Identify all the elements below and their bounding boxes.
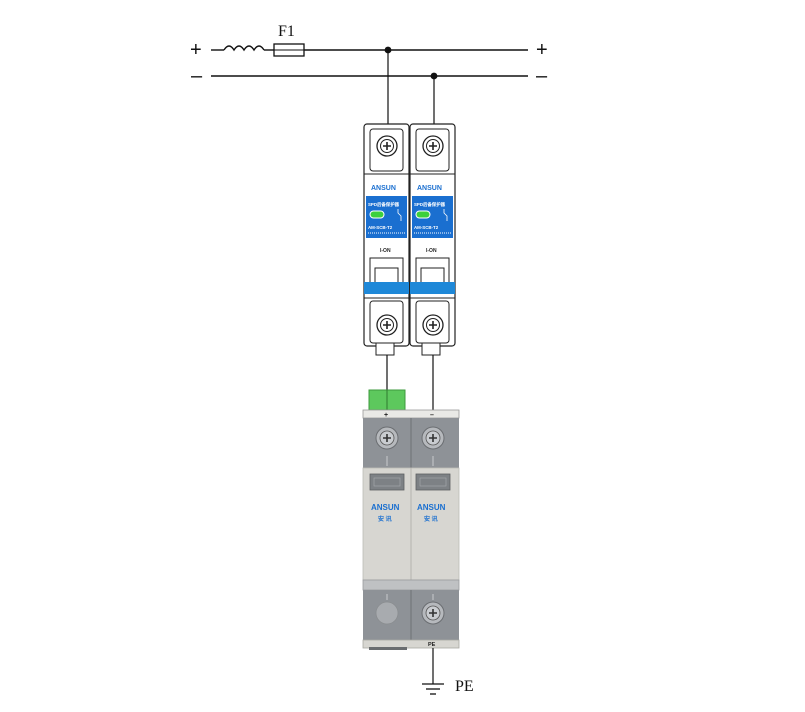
plus-right-label: + (536, 39, 548, 61)
spd-brand: ANSUN (371, 503, 400, 512)
terminal-screw-icon (375, 426, 399, 450)
spd-plus-mark: + (384, 412, 388, 419)
breaker-title: SPD后备保护器 (368, 201, 400, 208)
breaker-pole-minus: ANSUN SPD后备保护器 AM-SCB-T2 I-ON (409, 123, 456, 356)
surge-protector-module: + – ANSUN ANSUN 安 讯 安 讯 PE (362, 389, 460, 650)
breaker-brand: ANSUN (371, 185, 396, 192)
breaker-pole-plus: ANSUN SPD后备保护器 AM-SCB-T2 I-ON (363, 123, 410, 356)
breaker-state: I-ON (426, 248, 437, 254)
breaker-brand: ANSUN (417, 185, 442, 192)
breaker-title: SPD后备保护器 (414, 201, 446, 208)
ground-icon (422, 683, 444, 695)
breaker-band (410, 282, 455, 294)
terminal-screw-icon (422, 314, 444, 336)
ground-label: PE (455, 678, 474, 695)
bus-wires: + + – – F1 (190, 23, 548, 128)
minus-right-label: – (536, 65, 548, 87)
breaker-module: ANSUN SPD后备保护器 AM-SCB-T2 I-ON ANSUN SPD后… (363, 123, 456, 356)
terminal-screw-icon (376, 314, 398, 336)
breaker-state: I-ON (380, 248, 391, 254)
minus-left-label: – (191, 65, 203, 87)
fuse-label: F1 (278, 23, 295, 40)
terminal-screw-icon (422, 135, 444, 157)
spd-brand-cn: 安 讯 (378, 515, 392, 523)
terminal-screw-icon (421, 426, 445, 450)
spd-pe-mark: PE (428, 642, 436, 648)
inductor-icon (223, 45, 265, 52)
terminal-screw-icon (376, 135, 398, 157)
status-indicator (415, 210, 431, 219)
breaker-model: AM-SCB-T2 (368, 225, 393, 230)
spd-brand-cn: 安 讯 (424, 515, 438, 523)
ground-connection: PE (422, 648, 474, 695)
blank-terminal (375, 601, 399, 625)
spd-brand: ANSUN (417, 503, 446, 512)
status-indicator (369, 210, 385, 219)
breaker-model: AM-SCB-T2 (414, 225, 439, 230)
breaker-band (364, 282, 409, 294)
spd-minus-mark: – (430, 412, 434, 419)
plus-left-label: + (190, 39, 202, 61)
terminal-screw-icon (421, 601, 445, 625)
